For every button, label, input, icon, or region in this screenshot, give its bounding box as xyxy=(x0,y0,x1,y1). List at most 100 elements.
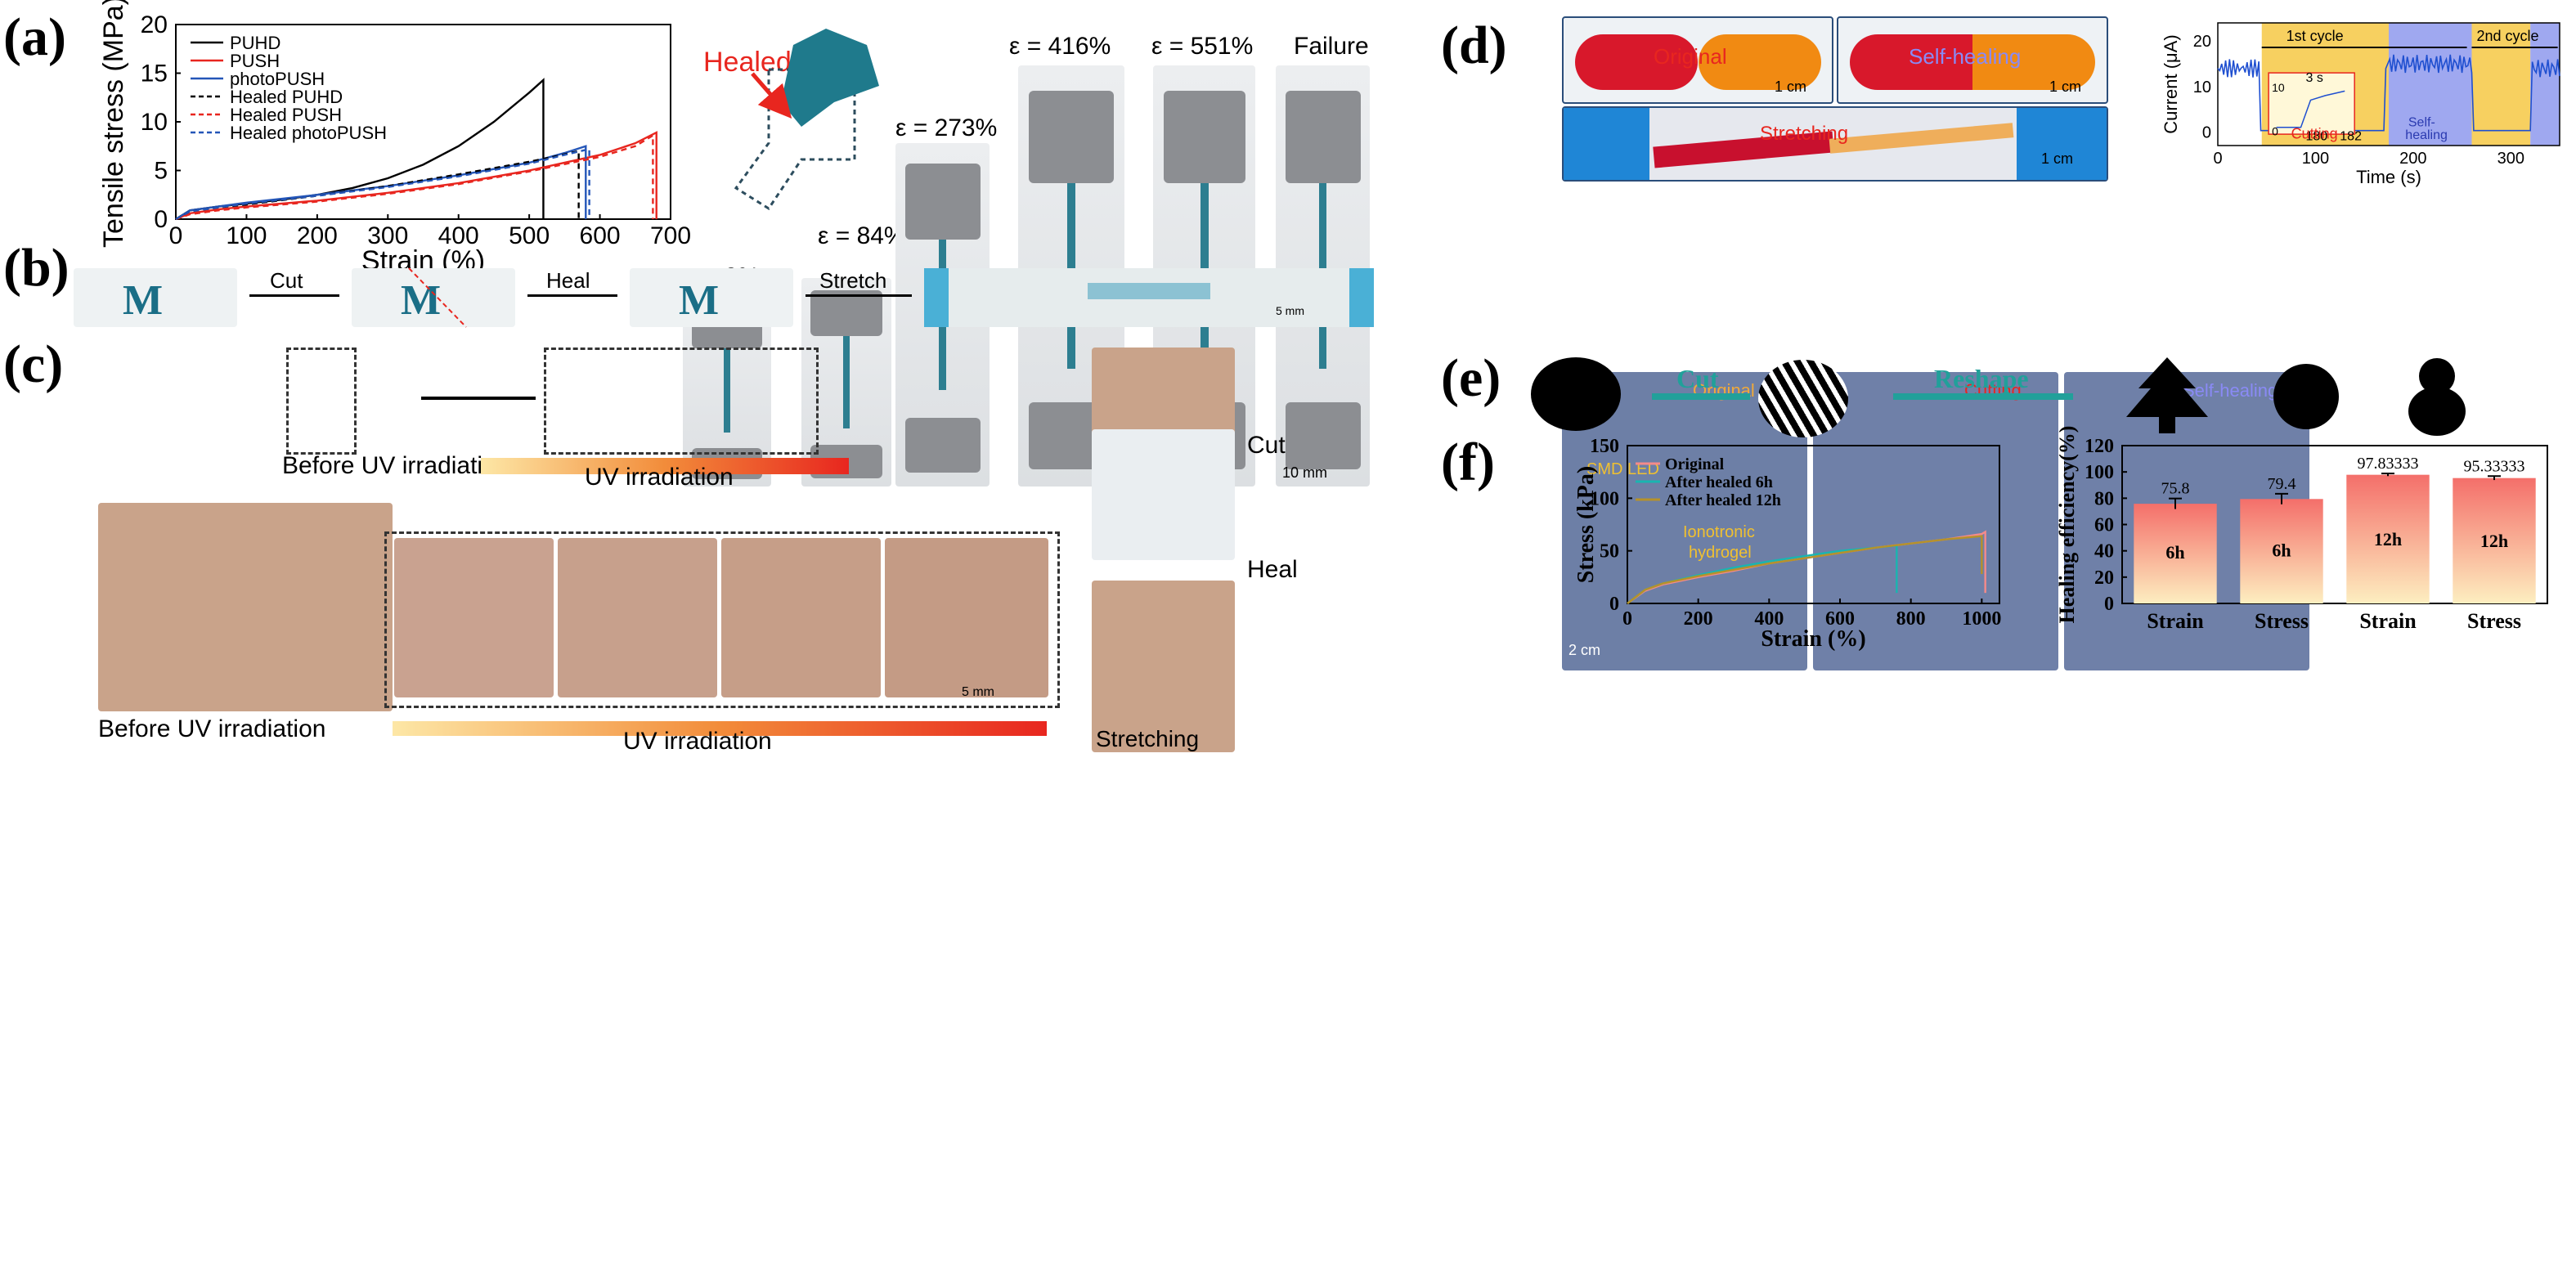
heal-label: Heal xyxy=(1247,556,1298,583)
uv-bottom-label: UV irradiation xyxy=(623,728,772,755)
scale-5mm-c: 5 mm xyxy=(962,685,994,699)
annotation-self: Self- xyxy=(2408,116,2435,130)
healed-sample-sketch xyxy=(734,29,879,211)
x-tick-label: 100 xyxy=(226,222,267,249)
y-tick-label: 5 xyxy=(154,158,168,185)
bar-1 xyxy=(2240,499,2323,603)
inset-y-label-10: 10 xyxy=(2272,81,2285,94)
x-tick-label: 400 xyxy=(438,222,479,249)
y-tick-label: 120 xyxy=(2085,436,2114,457)
panel-label-d: (d) xyxy=(1441,16,1507,75)
x-tick-label: 0 xyxy=(2213,150,2222,168)
bar-2 xyxy=(2346,474,2430,603)
strain-label-2: ε = 273% xyxy=(895,114,998,141)
cutting-region-2 xyxy=(2471,23,2531,146)
x-tick-label: 500 xyxy=(509,222,550,249)
legend-label-2: After healed 12h xyxy=(1665,491,1781,509)
pieces-sample xyxy=(1758,360,1848,437)
legend-label-1: After healed 6h xyxy=(1665,473,1773,491)
arrow-reshape xyxy=(1893,393,2073,400)
value-label-3: 95.33333 xyxy=(2464,457,2525,475)
x-tick-label: 600 xyxy=(580,222,621,249)
plot-frame xyxy=(2217,22,2560,146)
x-tick-label: 100 xyxy=(2302,150,2329,168)
panel-a-photos: Healed xyxy=(703,12,1358,503)
strain-label-5: Failure xyxy=(1294,33,1369,60)
y-axis-label: Current (μA) xyxy=(2161,34,2181,133)
legend-label-2: photoPUSH xyxy=(230,69,325,89)
x-tick-label: 800 xyxy=(1896,608,1926,630)
y-tick-label: 20 xyxy=(2094,567,2114,589)
x-tick-label-0: Strain xyxy=(2147,609,2204,633)
reshape-label: Reshape xyxy=(1934,364,2029,393)
scale-5mm-b: 5 mm xyxy=(1276,304,1304,317)
annotation-cutting: Cutting xyxy=(2291,126,2338,142)
x-axis-label: Time (s) xyxy=(2356,167,2421,187)
healing-region-2 xyxy=(2530,23,2560,146)
value-label-0: 75.8 xyxy=(2161,480,2190,498)
inset-x-label-182: 182 xyxy=(2340,129,2362,143)
y-tick-label: 0 xyxy=(154,206,168,233)
gel-original: Original 1 cm xyxy=(1562,16,1833,104)
value-label-1: 79.4 xyxy=(2268,475,2296,493)
gel-stretching: Stretching 1 cm xyxy=(1562,106,2108,182)
y-tick-label: 50 xyxy=(1600,541,1619,563)
annotation-1st-cycle: 1st cycle xyxy=(2287,28,2344,44)
cut-label: Cut xyxy=(1247,432,1286,459)
y-tick-label: 0 xyxy=(1609,594,1619,615)
scale-10mm-a: 10 mm xyxy=(1282,464,1328,481)
annotation-healing: healing xyxy=(2405,128,2448,142)
annotation-2nd-cycle: 2nd cycle xyxy=(2476,28,2538,44)
panel-c: Before UV irradiation UV irradiation 5 m… xyxy=(0,343,1439,1276)
bar-label-1: 6h xyxy=(2272,540,2291,561)
panel-label-e: (e) xyxy=(1441,348,1501,408)
y-tick-label: 20 xyxy=(2193,33,2211,51)
step-heal-label: Heal xyxy=(546,268,590,293)
step-stretch-label: Stretch xyxy=(819,268,887,293)
m-sample-cut: M xyxy=(352,267,515,328)
legend-label-0: Original xyxy=(1665,455,1725,473)
series-line-2 xyxy=(1627,535,1983,604)
x-tick-label-1: Stress xyxy=(2255,609,2309,633)
y-axis-label: Tensile stress (MPa) xyxy=(98,0,129,248)
inset-y-label-0: 0 xyxy=(2272,124,2278,137)
panel-d: Original 1 cm Self-healing 1 cm Stretchi… xyxy=(1562,16,2576,343)
x-axis-label: Strain (%) xyxy=(1761,626,1865,652)
inset-box xyxy=(2268,72,2355,135)
bear-shape xyxy=(2408,358,2466,436)
x-tick-label: 200 xyxy=(297,222,338,249)
x-tick-label: 200 xyxy=(2399,150,2426,168)
strain-label-1: ε = 84% xyxy=(818,222,906,249)
m-sample-original: M xyxy=(74,268,237,327)
cut-label-e: Cut xyxy=(1676,364,1719,393)
arrow-uv-top xyxy=(421,397,536,400)
legend-label-1: PUSH xyxy=(230,51,280,71)
bar-label-0: 6h xyxy=(2165,542,2184,563)
uv-top-label: UV irradiation xyxy=(585,464,734,491)
x-tick-label: 700 xyxy=(650,222,691,249)
bar-label-3: 12h xyxy=(2480,531,2508,551)
value-label-2: 97.83333 xyxy=(2358,455,2419,473)
arrow-cut xyxy=(249,294,339,297)
legend-label-5: Healed photoPUSH xyxy=(230,123,387,143)
y-tick-label: 0 xyxy=(2104,594,2114,615)
uv-gradient-top xyxy=(481,458,849,474)
y-tick-label: 0 xyxy=(2202,123,2211,141)
y-axis-label: Healing efficiency(%) xyxy=(2055,426,2079,624)
series-line-5 xyxy=(175,147,590,221)
panel-b: M Cut M Heal M Stretch 5 mm xyxy=(74,267,1374,334)
cut-photo xyxy=(1092,429,1235,560)
x-tick-label-3: Stress xyxy=(2467,609,2521,633)
inset-time-label: 3 s xyxy=(2305,71,2322,85)
series-line-2 xyxy=(175,145,587,221)
panel-label-c: (c) xyxy=(3,334,64,394)
before-uv-bottom: Before UV irradiation xyxy=(98,715,326,742)
disk-sample xyxy=(1531,357,1621,431)
plot-frame xyxy=(1627,445,2000,604)
bar-0 xyxy=(2134,504,2217,603)
healed-label: Healed xyxy=(703,47,792,78)
series-line-1 xyxy=(1627,544,1898,604)
sample-before-top xyxy=(286,348,357,455)
